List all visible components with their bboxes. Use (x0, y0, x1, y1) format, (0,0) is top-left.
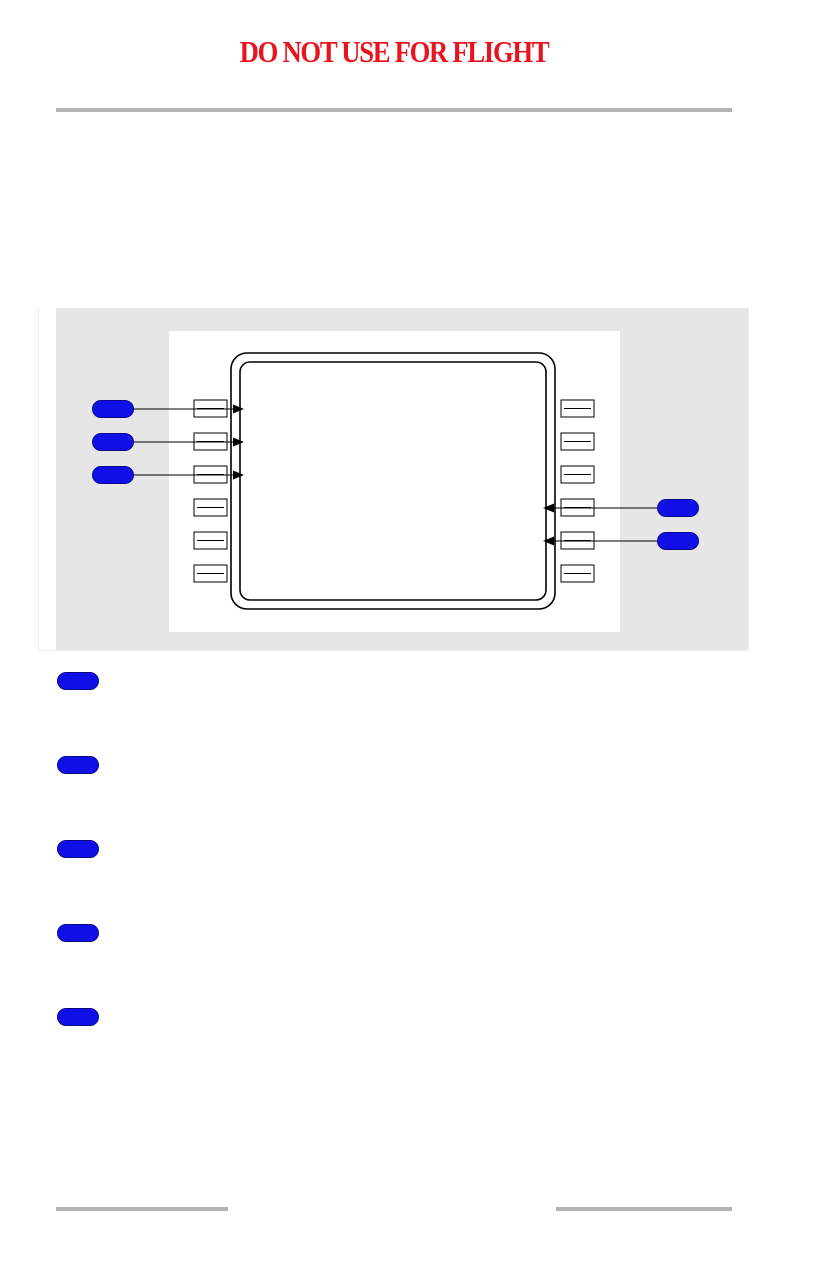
legend-callout-4 (57, 924, 99, 942)
line-select-key-3r[interactable] (560, 465, 595, 484)
leader-line-3l (133, 470, 244, 480)
legend-callout-2 (57, 756, 99, 774)
left-line-select-keys (193, 399, 228, 583)
line-select-key-6l[interactable] (193, 564, 228, 583)
figure-border-right (748, 308, 749, 650)
callout-marker-3l (92, 466, 134, 484)
footer-rule-left (56, 1207, 228, 1211)
do-not-use-banner: DO NOT USE FOR FLIGHT (239, 34, 550, 69)
display-screen (239, 361, 547, 601)
line-select-key-5l[interactable] (193, 531, 228, 550)
legend-callout-1 (57, 672, 99, 690)
legend-callout-3 (57, 840, 99, 858)
leader-line-4r (543, 503, 657, 513)
leader-line-5r (543, 536, 657, 546)
right-leader-lines (543, 503, 657, 546)
left-leader-lines (133, 404, 244, 480)
header-rule (56, 108, 732, 112)
line-select-key-6r[interactable] (560, 564, 595, 583)
leader-line-1l (133, 404, 244, 414)
figure-border-bottom (38, 650, 749, 651)
leader-line-2l (133, 437, 244, 447)
figure-border-left (38, 308, 39, 650)
legend-callout-5 (57, 1008, 99, 1026)
callout-marker-2l (92, 433, 134, 451)
line-select-key-4l[interactable] (193, 498, 228, 517)
footer-rule-right (556, 1207, 732, 1211)
callout-marker-5r (657, 532, 699, 550)
line-select-key-2r[interactable] (560, 432, 595, 451)
callout-marker-1l (92, 400, 134, 418)
callout-marker-4r (657, 499, 699, 517)
line-select-key-1r[interactable] (560, 399, 595, 418)
right-line-select-keys (560, 399, 595, 583)
